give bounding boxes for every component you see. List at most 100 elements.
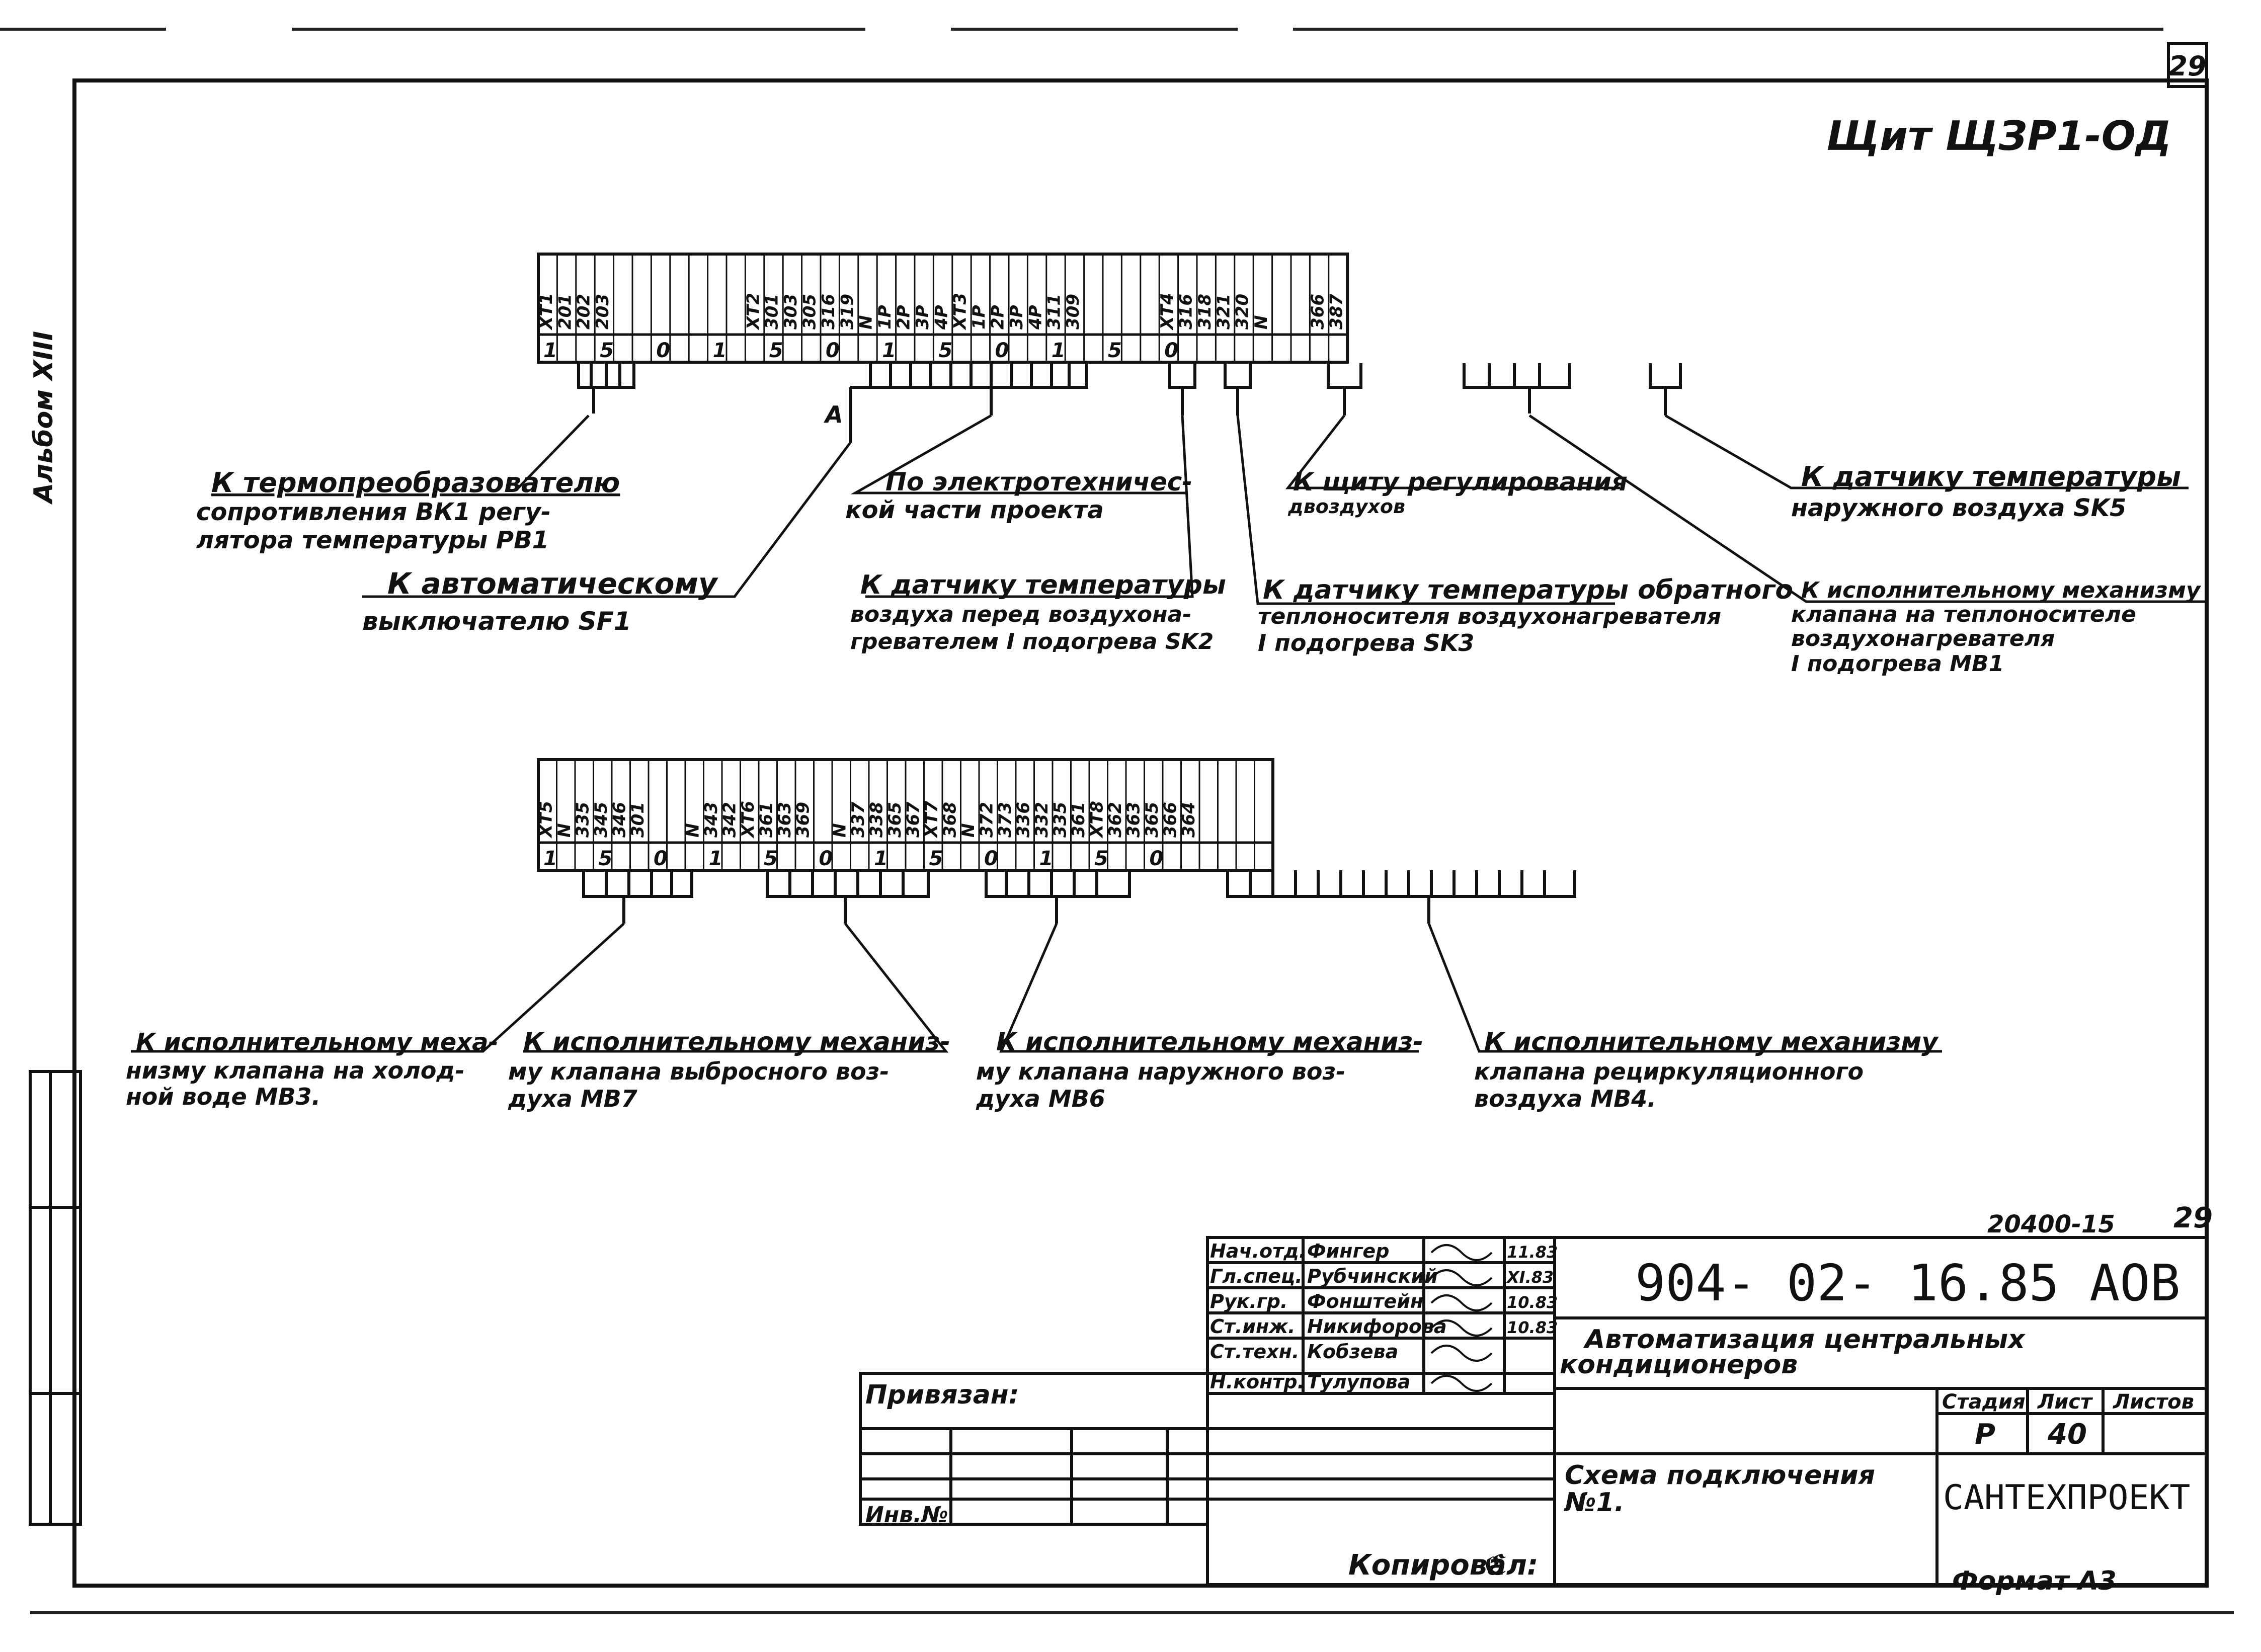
leader-lines-bottom (131, 923, 1942, 1053)
terminal-label: 373 (995, 802, 1015, 838)
callout-line: гревателем I подогрева SK2 (850, 629, 1214, 654)
terminal-number-mark: 0 (984, 847, 998, 870)
signature-mark (1430, 1375, 1493, 1392)
terminal-label: N (554, 823, 575, 838)
terminal-label: 363 (775, 802, 795, 838)
terminal-number-mark: 0 (826, 339, 840, 362)
terminal-label: 365 (885, 802, 905, 838)
signature-mark (1430, 1294, 1493, 1311)
terminal-number-mark: 5 (599, 847, 613, 870)
signature-mark (1430, 1319, 1493, 1337)
callout-underlined: К исполнительному механиз- (996, 1027, 1423, 1056)
terminal-number-mark: 1 (1052, 339, 1066, 362)
album-label: Альбом XIII (29, 331, 59, 505)
terminal-label: 337 (848, 802, 868, 838)
terminal-label: XT4 (1157, 293, 1177, 331)
terminal-label: 2P (894, 305, 914, 329)
terminal-number-mark: 1 (543, 339, 557, 362)
terminal-label: 318 (1195, 294, 1215, 329)
callout-mb1: К исполнительному механизму клапана на т… (1791, 577, 2202, 677)
terminal-label: N (856, 315, 876, 329)
person-name: Кобзева (1307, 1341, 1398, 1363)
callout-line: му клапана выбросного воз- (508, 1058, 889, 1085)
sheet-number-box: 29 (2167, 42, 2208, 88)
terminal-label: 363 (1123, 802, 1144, 838)
terminal-number-mark: 0 (1150, 847, 1164, 870)
terminal-number-mark: 1 (882, 339, 896, 362)
terminal-label: 309 (1063, 294, 1083, 329)
left-binding-strip (29, 1070, 82, 1526)
callout-underlined: К исполнительному механиз- (523, 1027, 950, 1056)
role-name: Ст.техн. (1210, 1341, 1299, 1363)
callout-line: воздуха перед воздухона- (850, 602, 1192, 627)
sheet-header: Лист (2037, 1390, 2093, 1414)
terminal-number-mark: 5 (769, 339, 783, 362)
privyazan-label: Привязан: (865, 1380, 1019, 1410)
callout-mb7: К исполнительному механиз- му клапана вы… (508, 1027, 950, 1112)
callout-underlined: По электротехничес- (885, 467, 1192, 497)
leader-lines-top (362, 414, 2209, 605)
callout-underlined: К термопреобразователю (211, 467, 620, 499)
terminal-number-mark: 0 (1164, 339, 1178, 362)
callout-underlined: К исполнительному меха- (136, 1028, 498, 1056)
terminal-label: 2P (988, 305, 1008, 329)
point-a-label: А (824, 401, 843, 428)
terminal-label: 303 (781, 294, 801, 329)
terminal-number-mark: 1 (713, 339, 727, 362)
callout-line: I подогрева МВ1 (1791, 651, 2004, 677)
callout-line: теплоносителя воздухонагревателя (1258, 604, 1721, 629)
terminal-label: 366 (1160, 802, 1180, 838)
terminal-label: XT3 (950, 293, 971, 331)
terminal-label: XT6 (738, 801, 758, 839)
sign-date: 10.83 (1507, 1318, 1558, 1337)
callout-control-panel: К щиту регулирования двоздухов (1287, 467, 1628, 518)
sheet-value: 40 (2047, 1418, 2087, 1451)
scheme-title-line: №1. (1563, 1488, 1625, 1518)
sheet-small: 29 (2173, 1202, 2213, 1234)
role-name: Н.контр. (1210, 1371, 1305, 1393)
terminal-number-mark: 0 (819, 847, 833, 870)
terminal-label: XT5 (536, 801, 556, 839)
terminal-label: 305 (800, 294, 820, 329)
panel-title: Щит ЩЗР1-ОД (1826, 113, 2171, 159)
terminal-label: 4P (1025, 305, 1045, 330)
terminal-label: 202 (574, 294, 594, 329)
person-name: Фонштейн (1307, 1290, 1423, 1312)
terminal-label: 203 (593, 294, 613, 329)
terminal-label: 4P (931, 305, 951, 330)
terminal-label: 1P (969, 305, 989, 329)
organization: САНТЕХПРОЕКТ (1943, 1478, 2190, 1518)
terminal-label: 1P (875, 305, 895, 329)
callout-mb6: К исполнительному механиз- му клапана на… (976, 1027, 1423, 1112)
callout-sk5: К датчику температуры наружного воздуха … (1791, 461, 2181, 522)
terminal-label: 319 (837, 294, 857, 329)
callout-line: му клапана наружного воз- (976, 1058, 1345, 1085)
terminal-label: 346 (609, 802, 629, 838)
callout-underlined: К автоматическому (387, 566, 718, 601)
terminal-label: 301 (762, 294, 782, 329)
terminal-label: N (683, 823, 703, 838)
terminal-label: 343 (701, 802, 721, 838)
callout-sk3: К датчику температуры обратного теплонос… (1258, 575, 1793, 656)
cable-bundles-strip-1 (577, 363, 1682, 443)
signature-mark (1430, 1269, 1493, 1286)
terminal-number-mark: 5 (1094, 847, 1108, 870)
terminal-number-mark: 1 (1039, 847, 1054, 870)
strip-outline (537, 253, 1349, 364)
format-label: Формат А3 (1952, 1566, 2117, 1596)
sheet-number: 29 (2168, 50, 2206, 82)
document-title-line: Автоматизация центральных (1583, 1325, 2026, 1355)
cable-bundles-strip-2 (582, 870, 1576, 924)
stage-value: Р (1975, 1418, 1995, 1451)
terminal-number-mark: 0 (995, 339, 1009, 362)
callout-line: низму клапана на холод- (126, 1057, 465, 1084)
terminal-label: N (830, 823, 850, 838)
callout-underlined: К датчику температуры (1801, 461, 2181, 492)
terminal-number-mark: 5 (764, 847, 778, 870)
callout-line: сопротивления ВК1 регу- (196, 498, 551, 526)
stage-header: Стадия (1942, 1390, 2026, 1414)
callout-mb3: К исполнительному меха- низму клапана на… (126, 1028, 498, 1110)
